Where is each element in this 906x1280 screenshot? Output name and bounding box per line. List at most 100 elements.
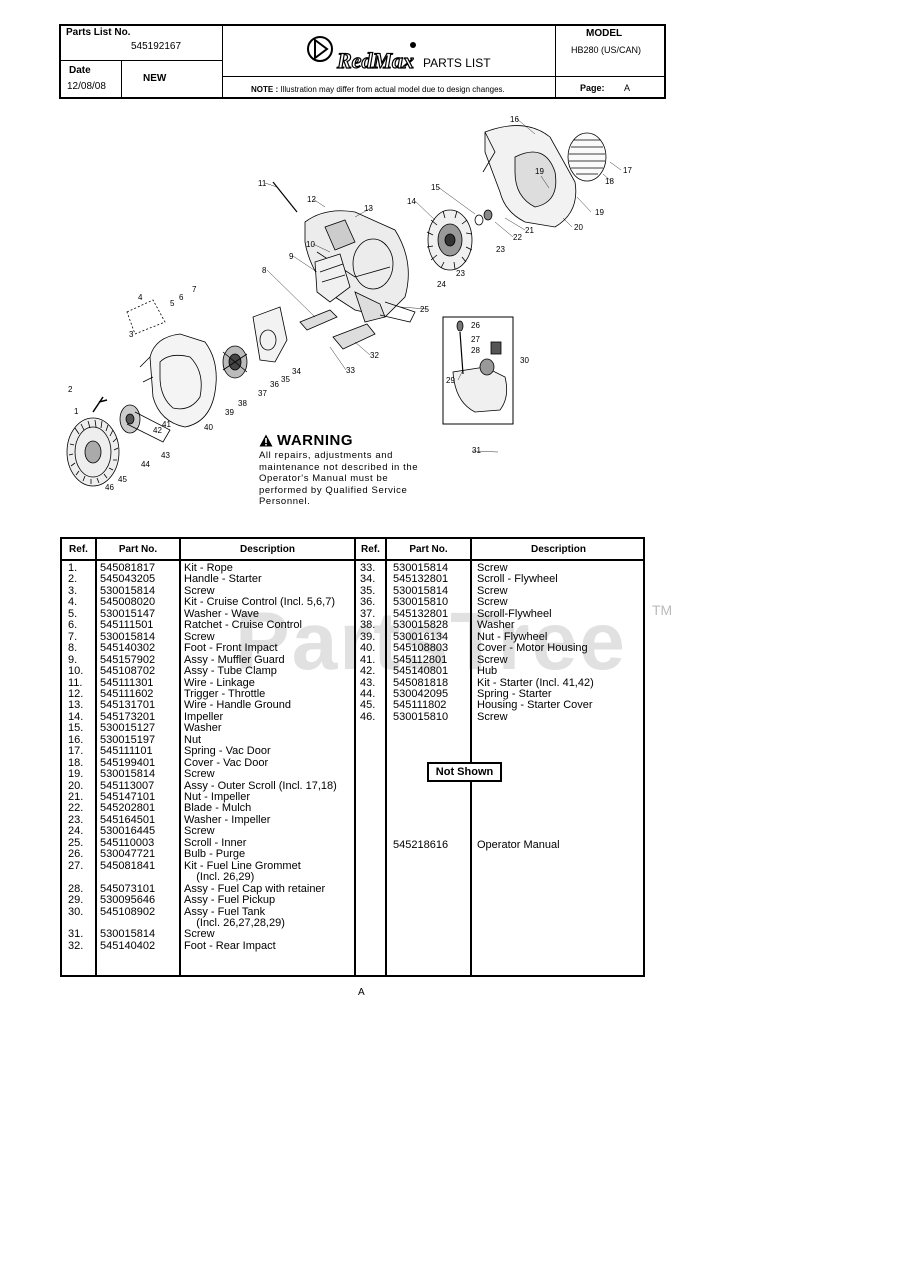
ref-cell: 20. xyxy=(68,779,84,792)
parts-list-header: Parts List No. 545192167 Date 12/08/08 N… xyxy=(59,24,666,99)
header-divider xyxy=(62,559,643,561)
ref-cell: 9. xyxy=(68,653,78,666)
description: Scroll-Flywheel xyxy=(477,607,552,620)
status-value: NEW xyxy=(143,73,167,84)
part-number: 545112801 xyxy=(393,653,448,666)
svg-text:40: 40 xyxy=(204,423,213,432)
ref-cell: 34. xyxy=(360,573,376,586)
svg-text:24: 24 xyxy=(437,280,446,289)
description: (Incl. 26,29) xyxy=(184,871,255,884)
description: Kit - Rope xyxy=(184,562,233,574)
ref-cell: 6. xyxy=(68,619,78,632)
ref-cell: 22. xyxy=(68,802,84,815)
description: Wire - Handle Ground xyxy=(184,699,291,712)
impeller-drawing xyxy=(426,209,473,271)
note-label: NOTE : xyxy=(251,85,279,94)
svg-text:10: 10 xyxy=(306,240,315,249)
parts-table: Ref. Part No. Description Ref. Part No. … xyxy=(60,537,645,977)
part-number: 545108902 xyxy=(100,905,156,918)
flywheel-scroll-drawing xyxy=(252,306,288,363)
svg-text:42: 42 xyxy=(153,426,162,435)
part-number: 545111501 xyxy=(100,619,154,632)
ref-cell: 27. xyxy=(68,859,84,872)
part-number: 545111301 xyxy=(100,676,154,689)
ref-cell: 37. xyxy=(360,607,376,620)
description: Assy - Fuel Cap with retainer xyxy=(184,882,326,895)
ref-cell: 13. xyxy=(68,699,84,712)
svg-text:30: 30 xyxy=(520,356,529,365)
svg-text:20: 20 xyxy=(574,223,583,232)
header-ref: Ref. xyxy=(69,544,88,555)
description: Screw xyxy=(477,710,508,723)
page-label: Page: xyxy=(580,83,605,93)
description: Trigger - Throttle xyxy=(184,687,266,700)
description: Handle - Starter xyxy=(184,573,262,586)
description: Spring - Starter xyxy=(477,687,552,700)
description: Washer - Wave xyxy=(184,607,259,620)
ref-cell: 33. xyxy=(360,562,376,574)
description: Foot - Front Impact xyxy=(184,642,278,655)
ref-cell: 17. xyxy=(68,745,84,758)
description: Screw xyxy=(184,584,215,597)
divider xyxy=(222,76,666,77)
watermark-tm: TM xyxy=(652,602,673,618)
part-number: 545081818 xyxy=(393,676,449,689)
description: Foot - Rear Impact xyxy=(184,939,276,952)
part-number: 530042095 xyxy=(393,687,449,700)
part-number: 545108702 xyxy=(100,665,156,678)
svg-text:36: 36 xyxy=(270,380,279,389)
part-number: 545073101 xyxy=(100,882,156,895)
warning-notice: WARNING All repairs, adjustments and mai… xyxy=(259,432,429,508)
svg-text:22: 22 xyxy=(513,233,522,242)
ref-cell: 26. xyxy=(68,848,84,861)
part-number: 530015814 xyxy=(100,768,156,781)
svg-text:44: 44 xyxy=(141,460,150,469)
starter-pulley-drawing xyxy=(119,404,171,443)
svg-text:3: 3 xyxy=(129,330,134,339)
part-number: 530016445 xyxy=(100,825,156,838)
ref-cell: 1. xyxy=(68,562,78,574)
rear-impact-foot-drawing xyxy=(332,323,376,350)
front-impact-foot-drawing xyxy=(299,309,338,331)
col-divider xyxy=(179,539,181,975)
description: Cover - Vac Door xyxy=(184,756,269,769)
description: Scroll - Inner xyxy=(184,836,247,849)
header-part-no-2: Part No. xyxy=(409,544,448,555)
svg-text:14: 14 xyxy=(407,197,416,206)
part-number: 545147101 xyxy=(100,791,156,803)
svg-text:35: 35 xyxy=(281,375,290,384)
divider xyxy=(61,60,222,61)
svg-text:43: 43 xyxy=(161,451,170,460)
svg-text:29: 29 xyxy=(446,376,455,385)
description: Screw xyxy=(184,928,215,941)
svg-text:18: 18 xyxy=(605,177,614,186)
svg-text:19: 19 xyxy=(595,208,604,217)
part-number: 545043205 xyxy=(100,573,156,586)
part-number: 545218616 xyxy=(393,839,449,851)
warning-title: WARNING xyxy=(277,432,353,449)
description: Wire - Linkage xyxy=(184,676,255,689)
description: Washer xyxy=(477,619,515,632)
ref-cell: 44. xyxy=(360,687,376,700)
leader-lines xyxy=(264,118,622,453)
svg-text:12: 12 xyxy=(307,195,316,204)
svg-text:13: 13 xyxy=(364,204,373,213)
col-divider xyxy=(470,539,472,975)
ref-cell: 5. xyxy=(68,607,78,620)
part-number: 545081817 xyxy=(100,562,156,574)
svg-text:16: 16 xyxy=(510,115,519,124)
parts-list-no: 545192167 xyxy=(131,41,182,52)
watermark: PartsTree xyxy=(235,596,627,687)
part-number: 530015147 xyxy=(100,607,156,620)
ref-cell: 7. xyxy=(68,630,78,643)
svg-text:2: 2 xyxy=(68,385,73,394)
description: Screw xyxy=(184,768,215,781)
description: Scroll - Flywheel xyxy=(477,573,558,586)
divider xyxy=(555,26,556,97)
ref-cell: 41. xyxy=(360,653,376,666)
part-number: 545111602 xyxy=(100,687,154,700)
page-value: A xyxy=(624,83,631,93)
note-text: Illustration may differ from actual mode… xyxy=(280,85,505,94)
description: Kit - Fuel Line Grommet xyxy=(184,859,301,872)
